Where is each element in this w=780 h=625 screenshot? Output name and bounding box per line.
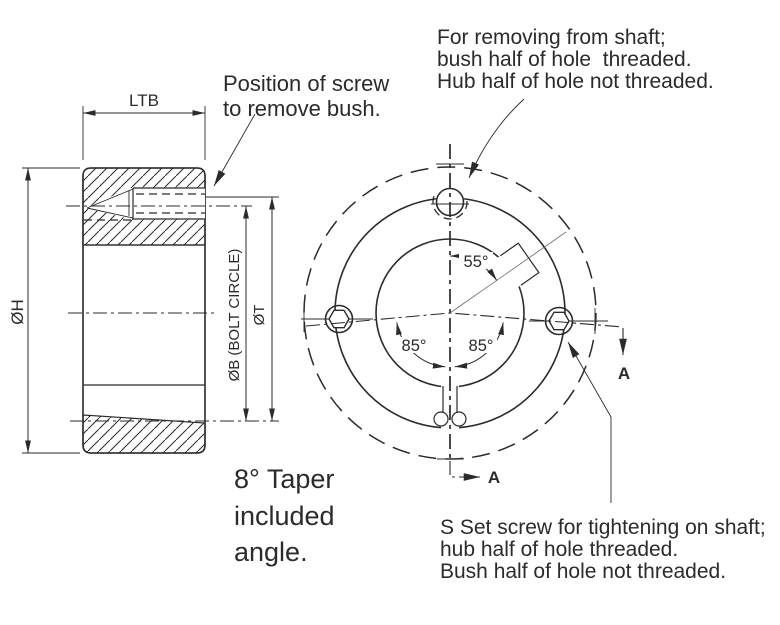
slot-relief-right <box>451 411 467 427</box>
leader-removal-hole <box>468 98 525 179</box>
section-marker-bottom <box>449 461 480 481</box>
right-screw-hex-socket <box>548 311 570 331</box>
label-bg <box>464 337 497 353</box>
note-taper-line3: angle. <box>234 537 308 567</box>
front-view: 55° 85° 85° A A <box>301 144 630 487</box>
annotations: Position of screw to remove bush. For re… <box>223 26 766 583</box>
leader-lines <box>213 98 612 503</box>
keyway-axis-line <box>449 231 567 314</box>
note-removing-line2: bush half of hole threaded. <box>437 48 692 71</box>
note-position-screw-line1: Position of screw <box>223 71 389 96</box>
ot-label: ØT <box>251 305 268 326</box>
section-label-right: A <box>618 364 630 383</box>
ob-bolt-circle-label: ØB (BOLT CIRCLE) <box>226 249 243 382</box>
right-angle-label: 85° <box>469 337 494 355</box>
note-removing-line1: For removing from shaft; <box>437 26 666 49</box>
leader-set-screw <box>567 341 612 503</box>
leader-position-screw <box>213 113 256 187</box>
note-set-screw-line2: hub half of hole threaded. <box>440 538 678 561</box>
removal-hole-thread-arc <box>432 195 468 220</box>
section-view: LTB ØH ØB (BOLT CIRCLE) ØT <box>8 91 279 454</box>
note-set-screw-line3: Bush half of hole not threaded. <box>440 560 726 583</box>
drill-cone-lower <box>86 207 134 219</box>
section-label-bottom: A <box>488 468 500 487</box>
right-screw-circle <box>544 306 574 336</box>
bottom-wall-hatch <box>82 414 206 454</box>
ltb-label: LTB <box>129 91 159 110</box>
left-screw-hex-socket <box>328 309 350 329</box>
note-removing-line3: Hub half of hole not threaded. <box>437 70 714 93</box>
slot-mask <box>441 378 459 430</box>
left-screw-circle <box>324 304 354 334</box>
oh-label: ØH <box>8 299 27 325</box>
note-set-screw-line1: S Set screw for tightening on shaft; <box>440 516 766 539</box>
note-taper-line2: included <box>234 501 335 531</box>
label-bg <box>459 252 493 269</box>
left-angle-label: 85° <box>402 337 427 355</box>
label-bg <box>397 337 430 353</box>
slot-relief-left <box>433 411 449 427</box>
note-taper-line1: 8° Taper <box>234 464 334 494</box>
drill-cone-upper <box>86 188 134 209</box>
screw-axis-centerline <box>305 312 624 328</box>
keyway-angle-label: 55° <box>464 253 489 271</box>
note-position-screw-line2: to remove bush. <box>223 96 381 121</box>
